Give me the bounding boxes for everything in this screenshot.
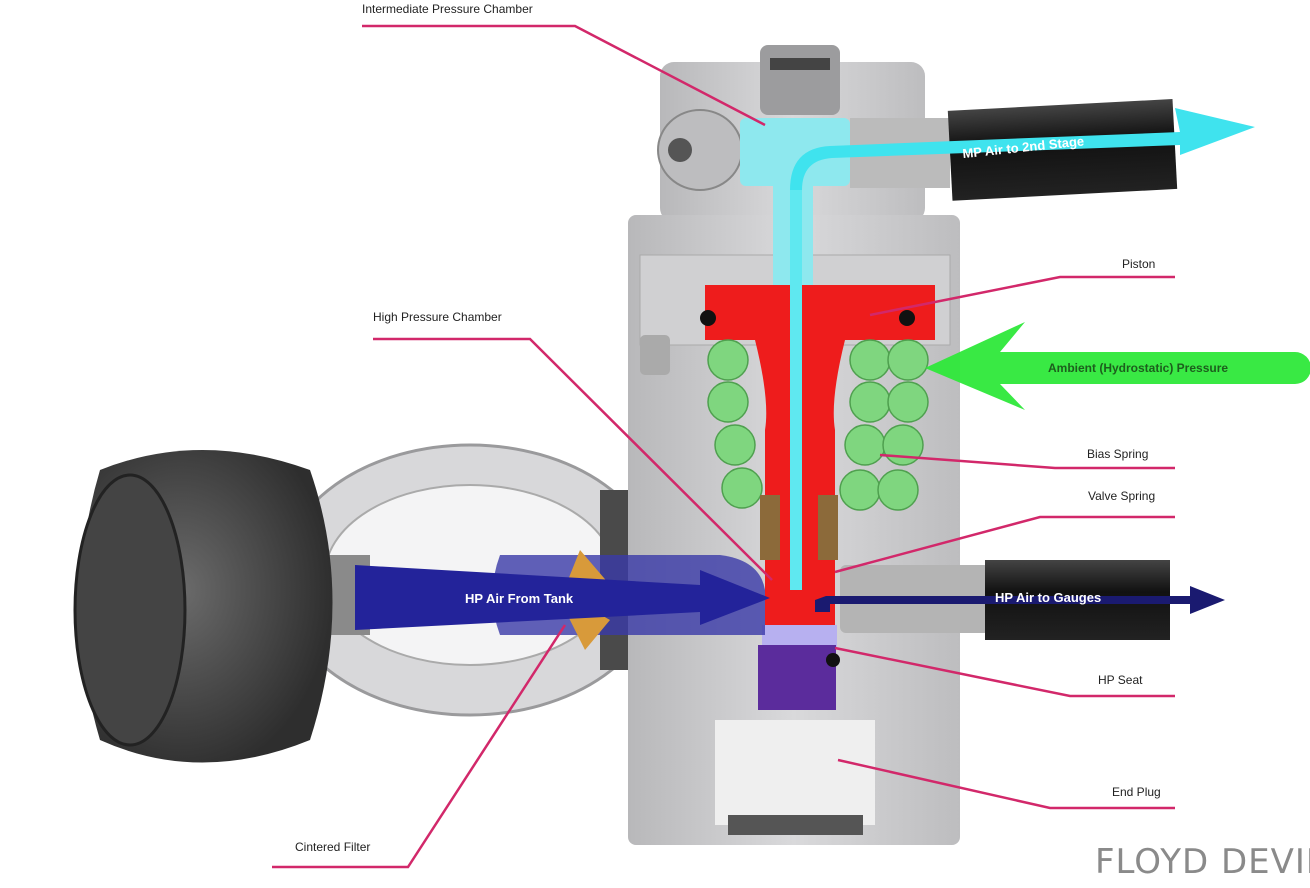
label-end-plug: End Plug — [1112, 785, 1161, 799]
label-cintered-filter: Cintered Filter — [295, 840, 370, 854]
hp-air-from-tank-label: HP Air From Tank — [465, 591, 574, 606]
bias-spring — [707, 339, 929, 511]
label-bias-spring: Bias Spring — [1087, 447, 1148, 461]
ambient-pressure-label: Ambient (Hydrostatic) Pressure — [1048, 361, 1228, 375]
valve-spring-right — [818, 495, 838, 560]
hp-air-to-gauges-label: HP Air to Gauges — [995, 590, 1101, 605]
label-valve-spring: Valve Spring — [1088, 489, 1155, 503]
leader-lines — [272, 24, 1175, 869]
sintered-filter — [560, 550, 610, 650]
piston — [700, 285, 935, 650]
label-hp-seat: HP Seat — [1098, 673, 1143, 687]
valve-spring — [760, 495, 780, 560]
label-piston: Piston — [1122, 257, 1155, 271]
label-intermediate-pressure-chamber: Intermediate Pressure Chamber — [362, 2, 533, 16]
ambient-pressure-arrow: Ambient (Hydrostatic) Pressure — [925, 322, 1310, 410]
hp-seat — [758, 625, 840, 710]
mp-passage — [790, 190, 802, 590]
label-high-pressure-chamber: High Pressure Chamber — [373, 310, 502, 324]
watermark: FLOYD DEVINE — [1095, 842, 1310, 882]
hp-air-to-gauges-arrow: HP Air to Gauges — [815, 586, 1225, 614]
hp-air-from-tank-arrow: HP Air From Tank — [355, 565, 770, 630]
